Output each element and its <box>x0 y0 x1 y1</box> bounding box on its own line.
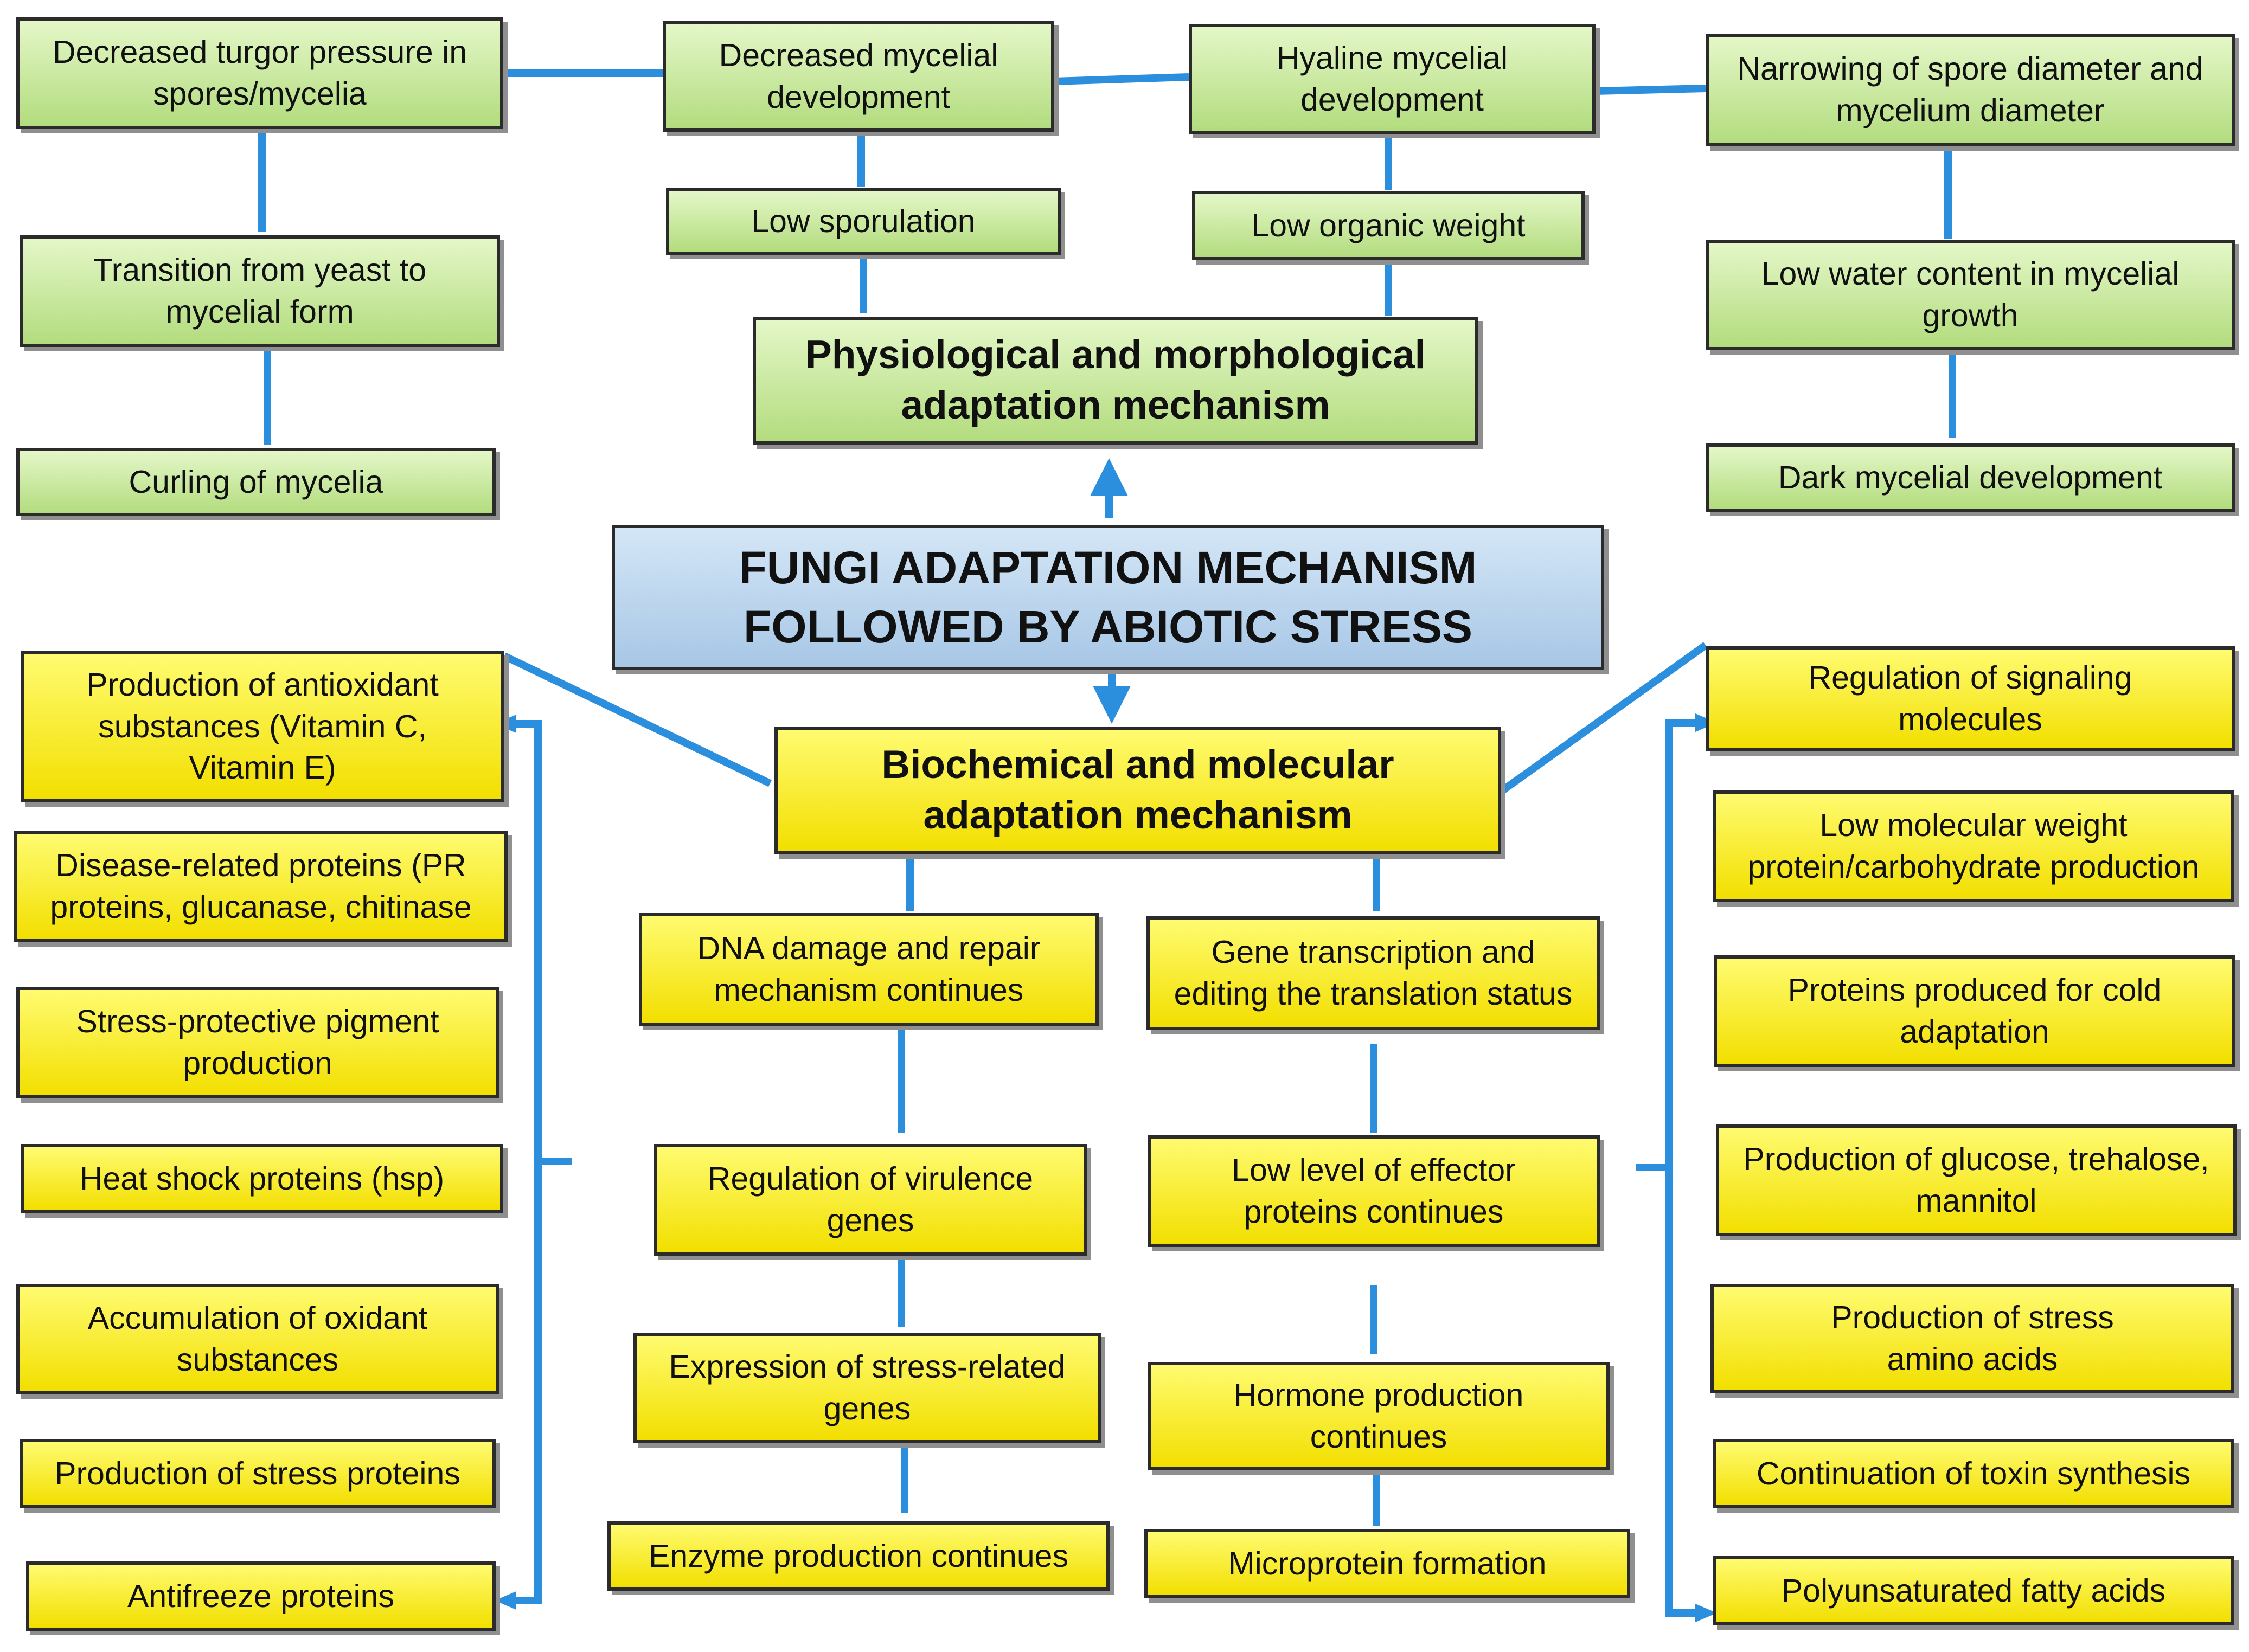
center-left-dna-repair: DNA damage and repair mechanism continue… <box>639 913 1099 1026</box>
left-item-stress-proteins: Production of stress proteins <box>20 1439 496 1508</box>
central-title-box: FUNGI ADAPTATION MECHANISM FOLLOWED BY A… <box>612 525 1604 670</box>
green-box-low-sporulation: Low sporulation <box>666 188 1061 255</box>
green-box-low-water-content: Low water content in mycelial growth <box>1706 240 2235 350</box>
green-box-curling: Curling of mycelia <box>16 448 496 516</box>
right-item-toxin-synthesis: Continuation of toxin synthesis <box>1713 1439 2234 1508</box>
right-item-signaling: Regulation of signaling molecules <box>1706 646 2235 751</box>
center-right-hormone: Hormone production continues <box>1148 1362 1610 1470</box>
left-item-disease-proteins: Disease-related proteins (PR proteins, g… <box>14 831 508 942</box>
right-item-low-molecular-weight: Low molecular weight protein/carbohydrat… <box>1713 790 2234 902</box>
center-right-gene-transcription: Gene transcription and editing the trans… <box>1146 916 1600 1030</box>
green-box-dark-mycelial: Dark mycelial development <box>1706 443 2235 512</box>
right-item-stress-amino-acids: Production of stress amino acids <box>1710 1284 2234 1393</box>
right-item-glucose-trehalose: Production of glucose, trehalose, mannit… <box>1716 1124 2237 1236</box>
center-right-microprotein: Microprotein formation <box>1144 1529 1630 1598</box>
center-left-virulence: Regulation of virulence genes <box>654 1144 1087 1256</box>
left-item-pigment: Stress-protective pigment production <box>16 987 499 1098</box>
center-left-stress-genes: Expression of stress-related genes <box>633 1333 1101 1443</box>
green-box-turgor: Decreased turgor pressure in spores/myce… <box>16 17 503 129</box>
green-box-yeast-transition: Transition from yeast to mycelial form <box>20 235 500 347</box>
biochemical-mechanism-box: Biochemical and molecular adaptation mec… <box>774 727 1501 854</box>
left-item-oxidant: Accumulation of oxidant substances <box>16 1284 499 1394</box>
left-item-antioxidant: Production of antioxidant substances (Vi… <box>21 651 504 802</box>
left-item-heat-shock: Heat shock proteins (hsp) <box>21 1144 503 1213</box>
center-right-effector: Low level of effector proteins continues <box>1148 1135 1600 1247</box>
green-box-decreased-development: Decreased mycelial development <box>663 21 1054 132</box>
right-item-cold-adaptation: Proteins produced for cold adaptation <box>1714 955 2235 1067</box>
green-box-hyaline: Hyaline mycelial development <box>1189 24 1596 134</box>
left-item-antifreeze: Antifreeze proteins <box>26 1561 496 1631</box>
green-box-narrowing-diameter: Narrowing of spore diameter and mycelium… <box>1706 34 2235 146</box>
center-left-enzyme: Enzyme production continues <box>607 1521 1110 1591</box>
green-box-low-organic-weight: Low organic weight <box>1192 191 1585 260</box>
physiological-mechanism-box: Physiological and morphological adaptati… <box>753 317 1478 445</box>
right-item-fatty-acids: Polyunsaturated fatty acids <box>1713 1556 2234 1625</box>
